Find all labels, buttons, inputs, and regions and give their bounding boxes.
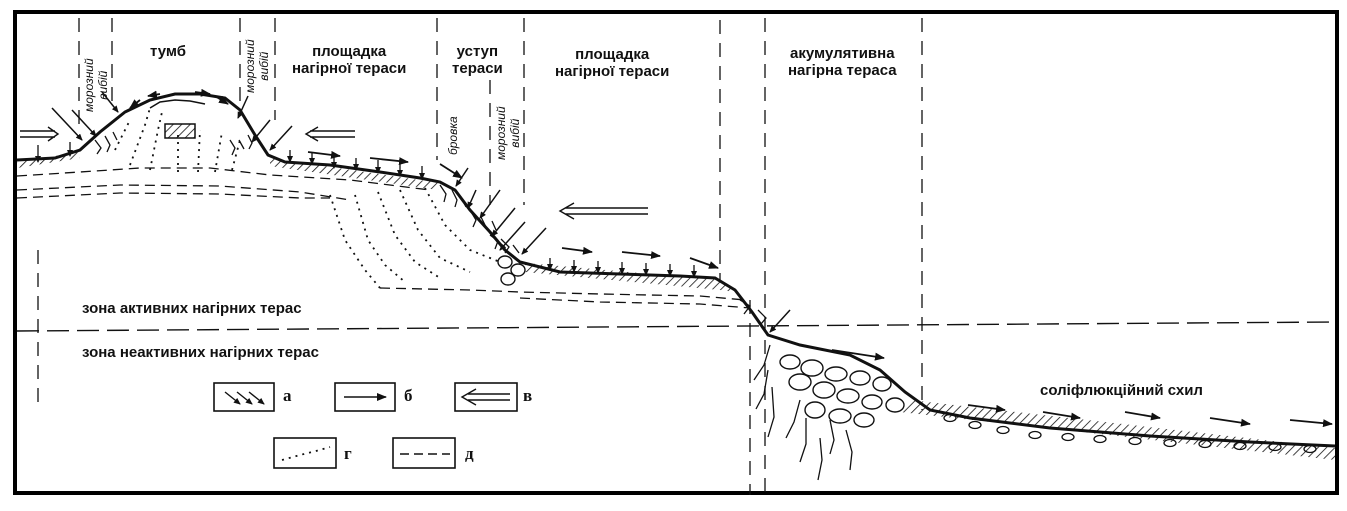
label-brovka: бровка (446, 116, 460, 155)
soil-layer-platform1 (270, 158, 440, 190)
slope-pebbles (943, 413, 1317, 454)
label-ledge-line1: уступ (456, 43, 499, 60)
legend-box-a (213, 382, 275, 412)
label-frost-face-1-line1: морозний (82, 58, 96, 112)
outer-border (13, 10, 1339, 495)
legend-box-g (273, 437, 337, 469)
label-frost-face-3: морозний вибій (494, 106, 522, 160)
label-platform-1-line2: нагірної тераси (292, 60, 407, 77)
label-frost-face-3-line1: морозний (494, 106, 508, 160)
section-dividers (37, 18, 923, 495)
label-accum-line2: нагірна тераса (788, 62, 897, 79)
label-brovka-text: бровка (446, 116, 460, 155)
zone-boundary-line (16, 321, 1336, 332)
label-platform-2: площадка нагірної тераси (555, 46, 669, 80)
soil-layer-left (17, 152, 80, 168)
legend-label-d: д (465, 444, 474, 463)
label-frost-face-1-line2: вибій (96, 70, 110, 100)
legend-label-g: г (344, 444, 352, 463)
flow-arrows (129, 88, 1333, 428)
label-ledge: уступ тераси (452, 43, 503, 77)
label-solifluction-slope: соліфлюкційний схил (1040, 382, 1203, 399)
label-accumulative-terrace: акумулятивна нагірна тераса (788, 45, 897, 79)
tumb-core (149, 99, 206, 139)
legend-label-b: б (404, 386, 413, 405)
label-accum-line1: акумулятивна (790, 45, 895, 62)
legend-box-d (392, 437, 456, 469)
label-tumb: тумб (150, 43, 187, 60)
label-frost-face-2: морозний вибій (243, 39, 271, 93)
label-inactive-zone: зона неактивних нагірних терас (82, 344, 319, 361)
frost-cracks (94, 131, 853, 481)
label-platform-1-line1: площадка (312, 43, 387, 60)
label-frost-face-2-line2: вибій (257, 51, 271, 81)
label-frost-face-1: морозний вибій (82, 58, 110, 112)
subsurface-dashed-layers (16, 167, 751, 309)
small-down-arrows (35, 142, 697, 278)
legend-label-a: а (283, 386, 292, 405)
label-ledge-line2: тераси (452, 60, 503, 77)
label-frost-face-2-line1: морозний (243, 39, 257, 93)
ground-surface (16, 92, 1336, 448)
boulder-cluster (497, 255, 905, 428)
label-platform-2-line2: нагірної тераси (555, 63, 670, 80)
frost-impact-arrows (51, 91, 791, 333)
label-active-zone: зона активних нагірних терас (82, 300, 302, 317)
legend-box-b (334, 382, 396, 412)
label-frost-face-3-line2: вибій (508, 118, 522, 148)
legend-label-v: в (523, 386, 533, 405)
soil-layer-slope (900, 400, 1335, 460)
soil-layer-platform2 (525, 263, 735, 292)
legend-box-v (454, 382, 518, 412)
label-platform-1: площадка нагірної тераси (292, 43, 406, 77)
label-platform-2-line1: площадка (575, 46, 650, 63)
wind-arrows (20, 126, 648, 220)
